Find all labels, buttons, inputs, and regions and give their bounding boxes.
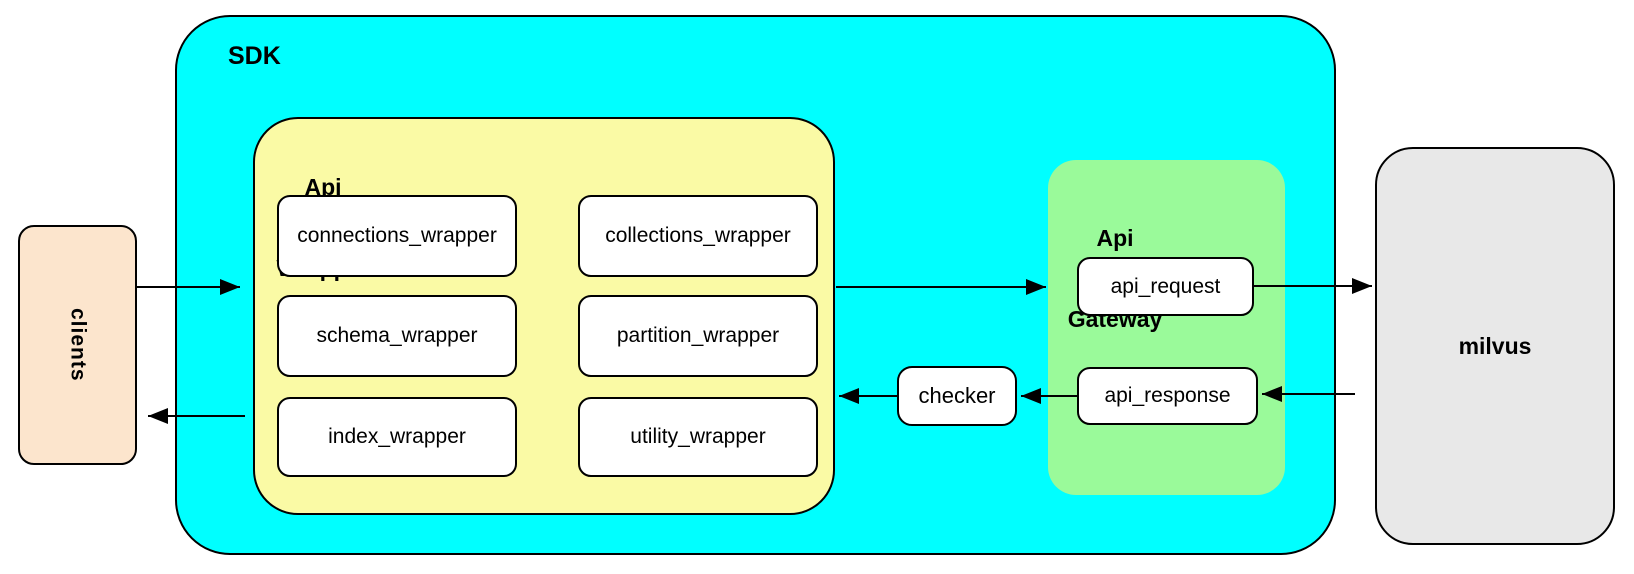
gateway-box-api-response: api_response	[1077, 367, 1258, 425]
clients-label: clients	[66, 308, 90, 382]
wrapper-box-schema: schema_wrapper	[277, 295, 517, 377]
milvus-node: milvus	[1375, 147, 1615, 545]
wrapper-box-partition: partition_wrapper	[578, 295, 818, 377]
clients-node: clients	[18, 225, 137, 465]
checker-node: checker	[897, 366, 1017, 426]
wrapper-box-collections: collections_wrapper	[578, 195, 818, 277]
wrapper-box-index: index_wrapper	[277, 397, 517, 477]
gateway-box-api-request: api_request	[1077, 257, 1254, 316]
wrapper-box-utility: utility_wrapper	[578, 397, 818, 477]
api-gateway-label-line1: Api	[1096, 225, 1134, 251]
api-gateway-container	[1048, 160, 1285, 495]
sdk-label: SDK	[228, 42, 281, 70]
milvus-label: milvus	[1458, 332, 1532, 359]
wrapper-box-connections: connections_wrapper	[277, 195, 517, 277]
